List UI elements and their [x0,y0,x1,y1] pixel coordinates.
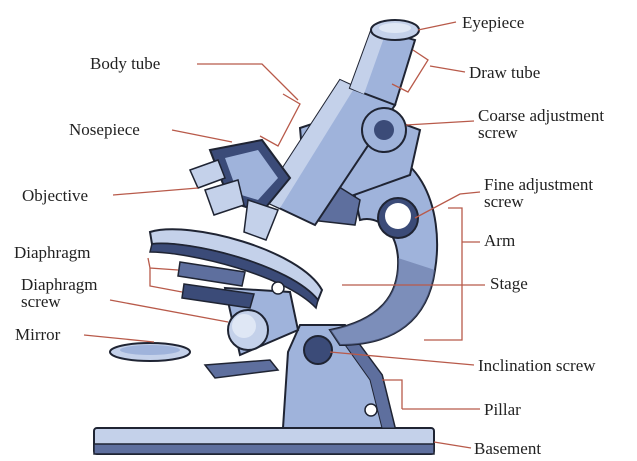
label-pillar: Pillar [484,401,521,418]
label-basement: Basement [474,440,541,457]
label-fine-adjustment-line1: Fine adjustment [484,176,593,193]
label-stage: Stage [490,275,528,292]
fine-adjustment-screw-part [378,198,418,238]
label-diaphragm: Diaphragm [14,244,90,261]
label-nosepiece: Nosepiece [69,121,140,138]
label-coarse-adjustment-line1: Coarse adjustment [478,107,604,124]
diaphragm-screw-part [228,310,268,350]
label-diaphragm-screw-line1: Diaphragm [21,276,97,293]
label-eyepiece: Eyepiece [462,14,524,31]
label-fine-adjustment-line2: screw [484,193,524,210]
label-mirror: Mirror [15,326,60,343]
label-coarse-adjustment-line2: screw [478,124,518,141]
coarse-adjustment-screw-part [362,108,406,152]
eyepiece-part [371,20,419,40]
label-inclination-screw: Inclination screw [478,357,596,374]
label-arm: Arm [484,232,515,249]
basement-part [94,428,434,454]
inclination-screw-part [304,336,332,364]
label-diaphragm-screw-line2: screw [21,293,61,310]
label-draw-tube: Draw tube [469,64,540,81]
label-body-tube: Body tube [90,55,160,72]
label-objective: Objective [22,187,88,204]
